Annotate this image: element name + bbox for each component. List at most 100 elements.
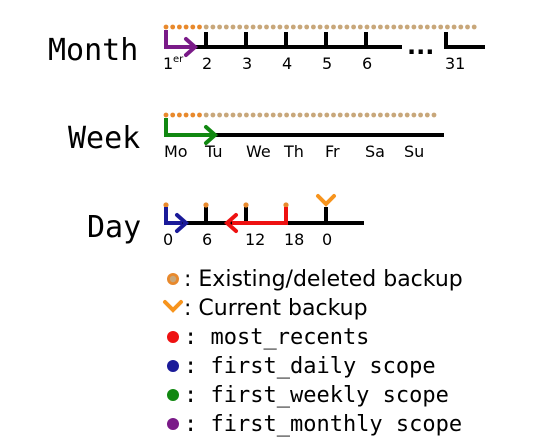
backup-dot [203, 24, 209, 30]
month-ellipsis: ... [407, 32, 434, 60]
backup-dot [284, 24, 289, 30]
backup-dot [257, 112, 263, 118]
backup-dot [391, 24, 397, 30]
backup-dot [284, 112, 289, 118]
day-backup-dot [203, 202, 209, 208]
legend-text-current-backup: : Current backup [184, 296, 368, 321]
backup-dot [163, 24, 169, 30]
week-label: Fr [325, 142, 340, 161]
backup-dot [331, 112, 336, 118]
legend-red-dot-icon [167, 331, 179, 343]
backup-dot [324, 112, 330, 118]
month-label-first-suffix: er [173, 54, 184, 65]
backup-dot [163, 112, 169, 118]
month-label: 2 [202, 54, 212, 73]
backup-dot [418, 24, 423, 30]
backup-dot [317, 24, 323, 30]
backup-dot [364, 24, 370, 30]
most-recents-arrow [232, 207, 288, 225]
month-label: 3 [242, 54, 252, 73]
month-label-first: 1 [163, 54, 173, 73]
backup-dot [217, 112, 223, 118]
monthly-arrow-head-icon [184, 37, 199, 57]
backup-dot [344, 24, 350, 30]
day-backup-dot [243, 202, 249, 208]
backup-dot [244, 24, 249, 30]
day-backup-dot [283, 202, 289, 208]
month-label: 4 [282, 54, 292, 73]
backup-dot [378, 24, 383, 30]
backup-dot [223, 112, 229, 118]
backup-dot [398, 24, 403, 30]
week-label: We [246, 142, 271, 161]
week-label: Su [404, 142, 424, 161]
backup-dot [230, 24, 236, 30]
backup-dot [431, 24, 437, 30]
backup-dot [424, 112, 430, 118]
backup-dot [190, 24, 196, 30]
backup-dot [290, 112, 296, 118]
backup-dot [418, 112, 423, 118]
backup-dot [411, 112, 417, 118]
backup-dot [344, 112, 350, 118]
week-labels: Mo Tu We Th Fr Sa Su [164, 142, 424, 161]
backup-dot [337, 24, 343, 30]
daily-arrow-head-icon [175, 213, 190, 233]
backup-dot [237, 112, 243, 118]
backup-dot [197, 112, 202, 118]
backup-dot [170, 112, 176, 118]
backup-dot [190, 112, 196, 118]
weekly-arrow-head-icon [204, 125, 219, 145]
week-title: Week [68, 121, 140, 156]
legend-green-dot-icon [167, 389, 179, 401]
day-backup-dot [163, 202, 169, 208]
backup-dot [311, 112, 316, 118]
month-label: 5 [322, 54, 332, 73]
current-backup-chevron-icon [316, 194, 336, 207]
month-backup-dots [163, 24, 477, 30]
backup-dot [197, 24, 202, 30]
monthly-scope-arrow [164, 30, 194, 49]
backup-dot [177, 112, 182, 118]
backup-dot [351, 24, 356, 30]
backup-dot [471, 24, 477, 30]
day-labels: 0 6 12 18 0 [163, 230, 332, 249]
backup-dot [438, 24, 444, 30]
backup-dot [465, 24, 470, 30]
backup-dot [270, 112, 276, 118]
backup-dot [445, 24, 450, 30]
legend-blue-dot-icon [167, 360, 179, 372]
weekly-scope-arrow [164, 118, 214, 137]
day-label: 6 [202, 230, 212, 249]
backup-dot [203, 112, 209, 118]
week-label: Sa [365, 142, 385, 161]
backup-dot [351, 112, 356, 118]
backup-dot [250, 112, 256, 118]
day-label: 12 [245, 230, 265, 249]
backup-dot [217, 24, 223, 30]
backup-dot [364, 112, 370, 118]
backup-dot [317, 112, 323, 118]
legend-text-existing-backup: : Existing/deleted backup [184, 267, 463, 292]
backup-dot [270, 24, 276, 30]
month-row: Month ... 1 er 2 3 4 5 6 3 [48, 24, 485, 73]
day-label: 18 [284, 230, 304, 249]
backup-dot [177, 24, 182, 30]
backup-dot [297, 112, 303, 118]
backup-dot [264, 112, 269, 118]
legend: : Existing/deleted backup : Current back… [163, 267, 463, 437]
week-backup-dots [163, 112, 437, 118]
legend-text-first-weekly: : first_weekly scope [184, 383, 449, 408]
week-label: Mo [164, 142, 188, 161]
backup-dot [244, 112, 249, 118]
backup-dot [170, 24, 176, 30]
legend-text-first-daily: : first_daily scope [184, 354, 436, 379]
backup-dot [297, 24, 303, 30]
day-row: Day 0 6 12 18 0 [87, 194, 364, 249]
backup-dot [210, 112, 216, 118]
backup-dot [223, 24, 229, 30]
week-row: Week Mo Tu We Th Fr Sa Su [68, 112, 444, 161]
legend-backup-dot-inner-icon [169, 275, 177, 283]
backup-dot [391, 112, 397, 118]
